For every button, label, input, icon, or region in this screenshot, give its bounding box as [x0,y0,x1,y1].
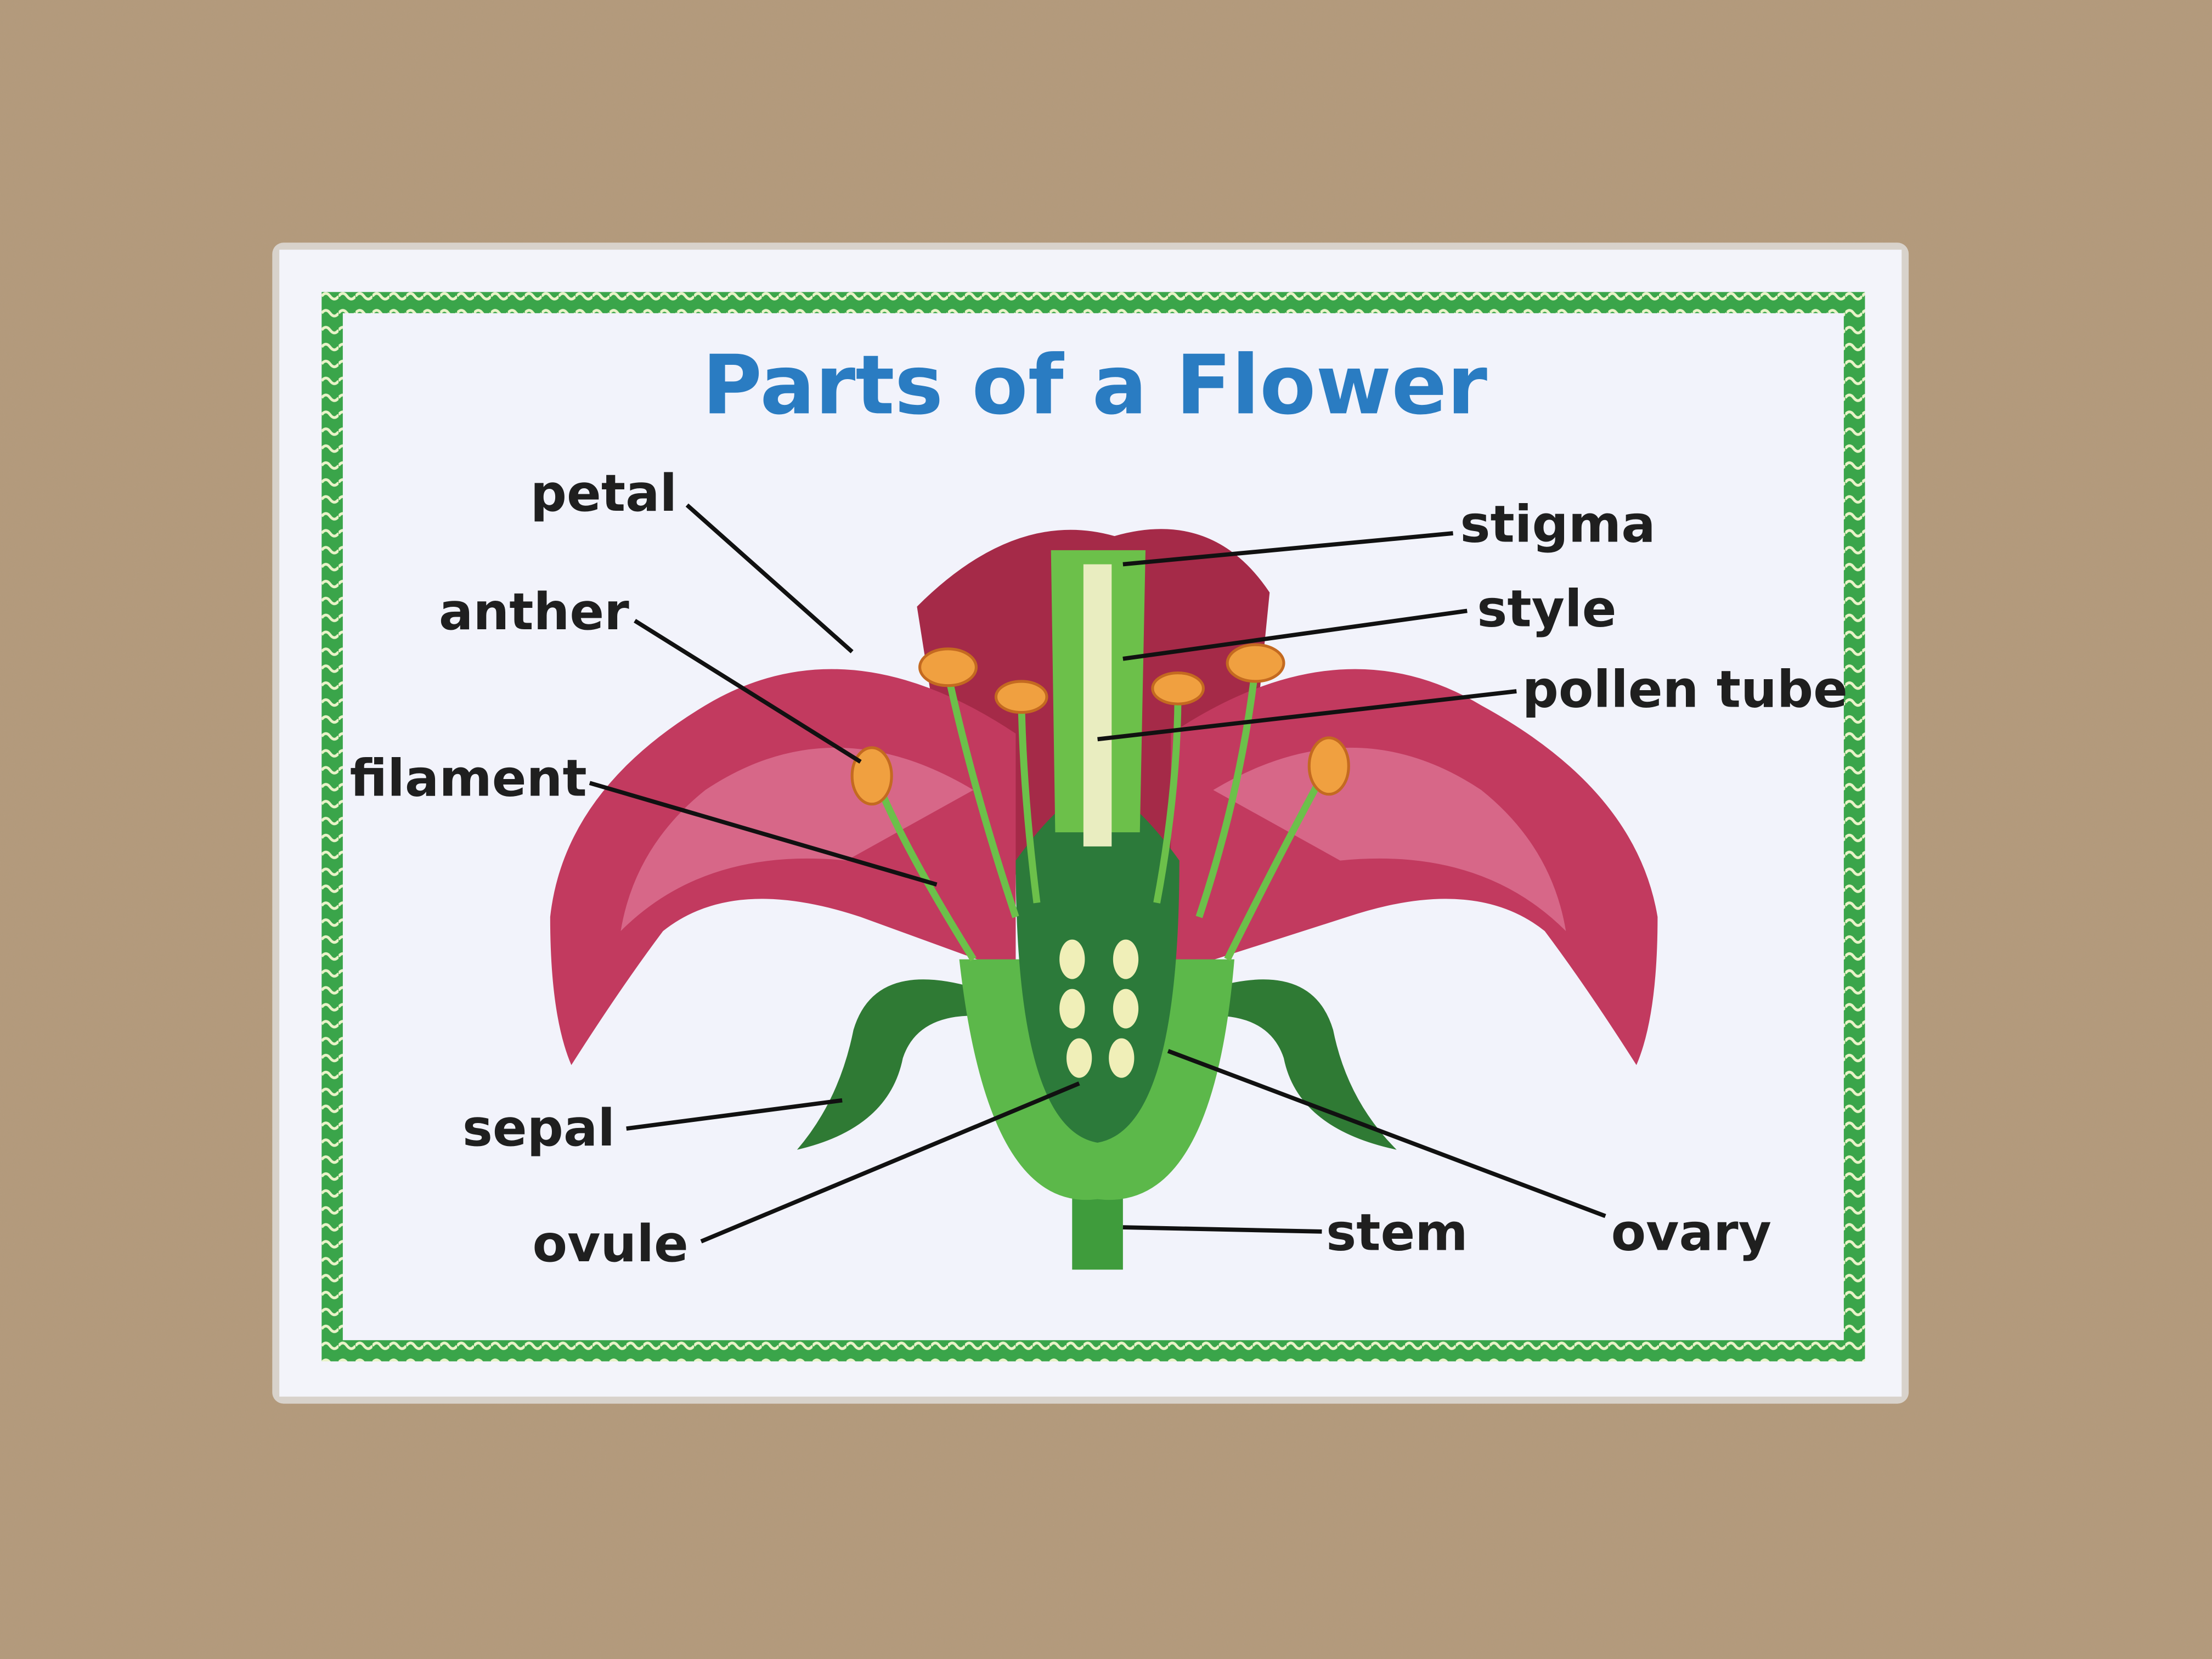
poster-title: Parts of a Flower [702,338,1488,433]
sepal-left [797,979,974,1150]
ovary [1015,790,1180,1143]
ovules [1059,939,1139,1078]
label-filament: filament [350,748,587,808]
flower-illustration [550,529,1658,1270]
label-petal: petal [531,464,677,523]
label-pollen-tube: pollen tube [1522,659,1848,719]
label-anther: anther [439,582,629,641]
filaments [871,665,1329,961]
pollen-tube [1083,564,1112,847]
label-stigma: stigma [1460,494,1655,554]
sepal-right [1213,979,1397,1150]
label-style: style [1477,579,1616,639]
anthers [850,643,1350,806]
label-sepal: sepal [462,1098,615,1158]
label-ovary: ovary [1611,1203,1771,1262]
label-stem: stem [1326,1203,1468,1262]
label-ovule: ovule [533,1214,689,1273]
leader-lines [589,503,1606,1244]
